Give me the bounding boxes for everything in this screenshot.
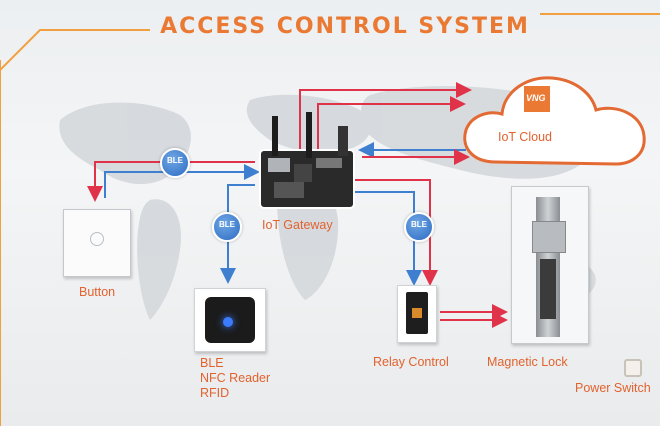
reader-label-nfc: NFC Reader — [200, 371, 271, 385]
reader-label-ble: BLE — [200, 356, 224, 370]
power-ring-icon — [90, 232, 104, 246]
power-switch-icon — [624, 359, 642, 377]
lock-label: Magnetic Lock — [487, 355, 568, 369]
cloud-label: IoT Cloud — [498, 130, 552, 144]
relay-module — [397, 285, 437, 343]
bluetooth-badge-icon: BLE — [404, 212, 434, 242]
reader-module — [194, 288, 266, 352]
bluetooth-badge-icon: BLE — [160, 148, 190, 178]
vng-logo: VNG — [524, 86, 550, 112]
cloud-icon — [463, 76, 646, 166]
gateway-board-icon — [259, 112, 355, 209]
reader-label-rfid: RFID — [200, 386, 230, 400]
wall-button-device — [63, 209, 131, 277]
button-label: Button — [79, 285, 116, 299]
status-led-icon — [223, 317, 233, 327]
magnetic-lock-device — [511, 186, 589, 344]
gateway-label: IoT Gateway — [262, 218, 333, 232]
power-switch-label: Power Switch — [575, 381, 651, 395]
bluetooth-badge-icon: BLE — [212, 212, 242, 242]
relay-label: Relay Control — [373, 355, 449, 369]
page-title: ACCESS CONTROL SYSTEM — [160, 14, 530, 39]
